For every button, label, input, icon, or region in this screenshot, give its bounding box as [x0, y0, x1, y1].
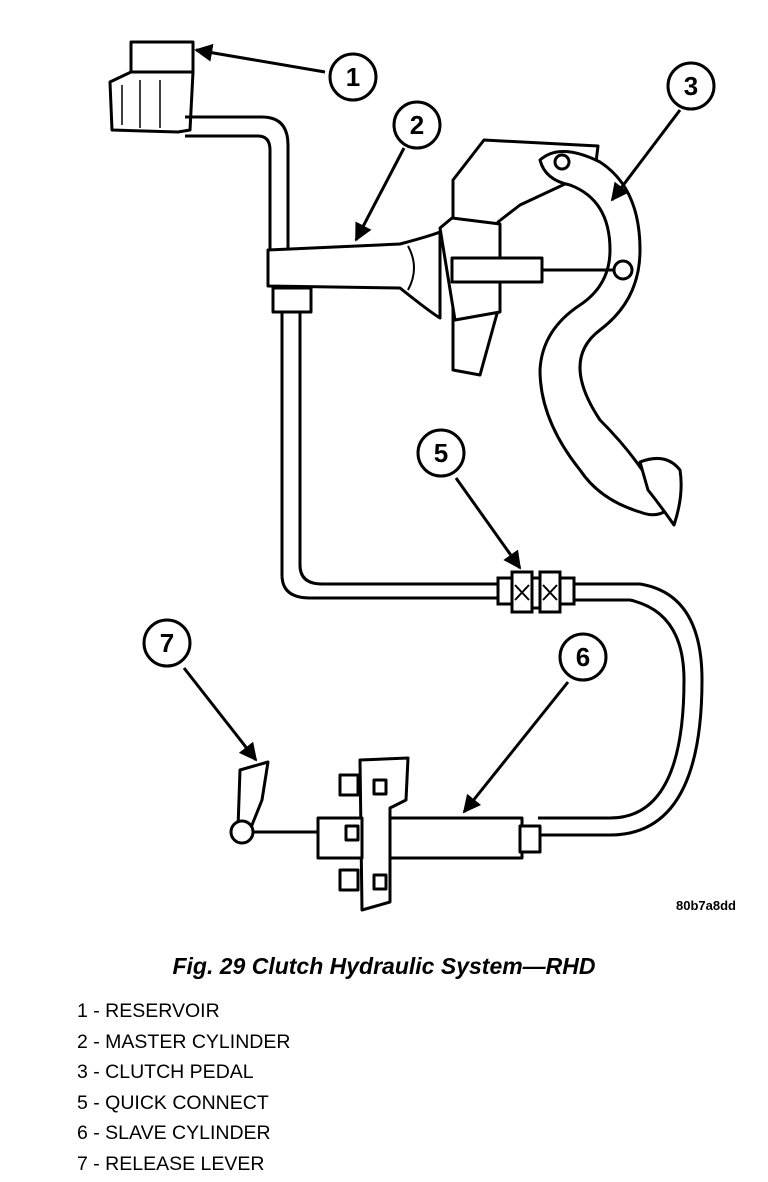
master-cylinder [266, 230, 442, 320]
svg-text:3: 3 [684, 71, 698, 101]
leader-7 [182, 667, 258, 762]
slave-cylinder [316, 756, 542, 912]
svg-text:2: 2 [410, 110, 424, 140]
leader-6 [462, 681, 570, 814]
figure-code: 80b7a8dd [676, 898, 736, 913]
callout-1: 1 [328, 52, 378, 102]
reservoir-hose [185, 115, 290, 250]
clutch-hydraulic-diagram: 1 2 3 5 6 7 [108, 40, 716, 912]
pressure-line-upper [280, 312, 500, 600]
legend-item: 2 - MASTER CYLINDER [77, 1030, 291, 1053]
leader-1 [194, 43, 326, 74]
legend-list: 1 - RESERVOIR 2 - MASTER CYLINDER 3 - CL… [77, 996, 290, 1179]
svg-text:5: 5 [434, 438, 448, 468]
release-lever [229, 760, 318, 845]
figure-caption: Fig. 29 Clutch Hydraulic System—RHD [172, 953, 596, 979]
leader-lines [182, 43, 682, 814]
legend-item: 5 - QUICK CONNECT [77, 1091, 269, 1114]
legend-item: 1 - RESERVOIR [77, 1000, 220, 1022]
callout-3: 3 [666, 61, 716, 111]
callout-2: 2 [392, 100, 442, 150]
clutch-pedal-assembly [438, 138, 683, 527]
legend-item: 3 - CLUTCH PEDAL [77, 1061, 254, 1083]
pressure-line-lower [538, 582, 704, 837]
quick-connect [496, 570, 576, 614]
svg-text:6: 6 [576, 642, 590, 672]
legend-item: 6 - SLAVE CYLINDER [77, 1122, 271, 1144]
leader-2 [354, 147, 406, 242]
callout-7: 7 [142, 618, 192, 668]
legend-item: 7 - RELEASE LEVER [77, 1152, 265, 1175]
leader-3 [610, 109, 682, 202]
reservoir [108, 40, 195, 134]
leader-5 [454, 477, 522, 570]
svg-text:7: 7 [160, 628, 174, 658]
svg-text:1: 1 [346, 62, 360, 92]
callout-6: 6 [558, 632, 608, 682]
callout-5: 5 [416, 428, 466, 478]
